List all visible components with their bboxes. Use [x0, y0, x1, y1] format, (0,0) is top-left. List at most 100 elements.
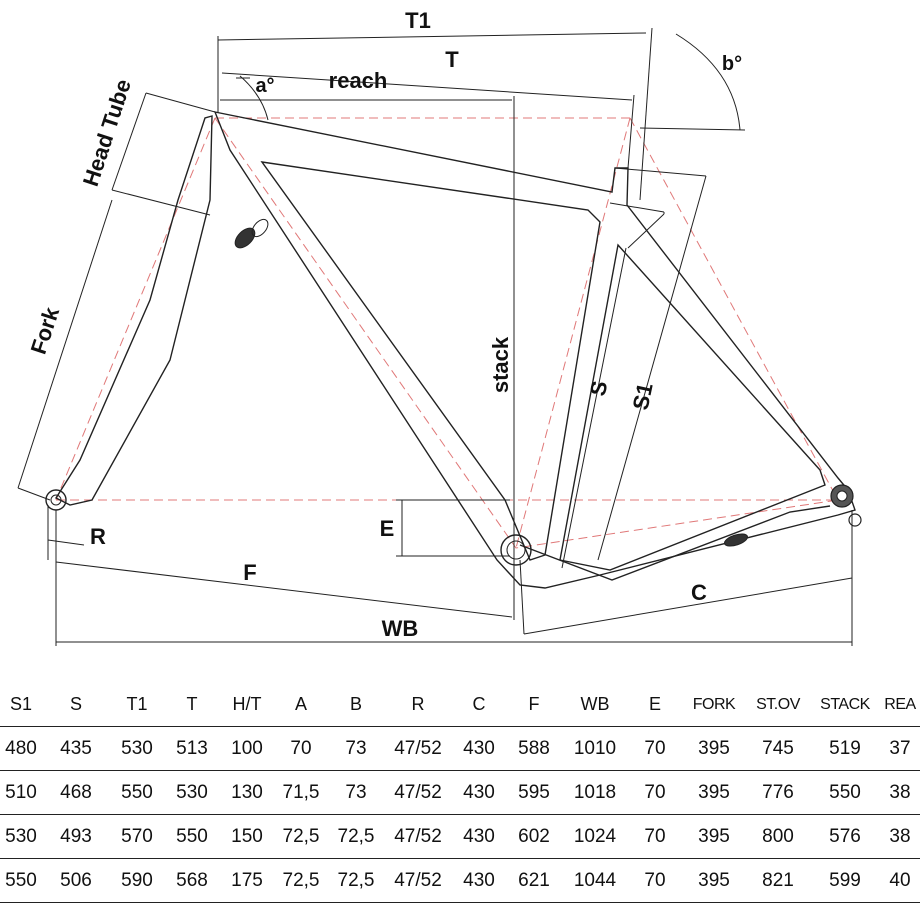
- label-s: S: [585, 379, 613, 399]
- table-cell: 70: [628, 858, 682, 903]
- table-cell: 590: [110, 858, 164, 903]
- table-cell: 530: [164, 770, 220, 815]
- table-cell: 800: [746, 814, 810, 859]
- table-cell: 47/52: [384, 726, 452, 771]
- bottle-mount-top: [234, 227, 256, 249]
- table-cell: 70: [274, 726, 328, 771]
- table-cell: 493: [42, 814, 110, 859]
- table-cell: 395: [682, 726, 746, 771]
- label-e: E: [380, 516, 395, 541]
- label-c: C: [691, 580, 707, 605]
- table-cell: 70: [628, 814, 682, 859]
- table-cell: 510: [0, 770, 42, 815]
- table-header-row: S1 S T1 T H/T A B R C F WB E FORK ST.OV …: [0, 683, 920, 727]
- table-cell: 1024: [562, 814, 628, 859]
- table-cell: 150: [220, 814, 274, 859]
- table-cell: 513: [164, 726, 220, 771]
- label-s1: S1: [628, 381, 658, 413]
- label-b-angle: b°: [722, 53, 742, 75]
- bottom-bracket: [500, 534, 532, 566]
- col-header: FORK: [692, 695, 736, 713]
- table-cell: 576: [810, 814, 880, 859]
- frame-geometry-diagram: T1 T reach a° b° Head Tube Fork stack S …: [17, 8, 862, 646]
- dimension-lines: [17, 27, 853, 646]
- rear-axle: [836, 490, 848, 502]
- table-cell: 395: [682, 770, 746, 815]
- table-cell: 480: [0, 726, 42, 771]
- table-cell: 595: [506, 770, 562, 815]
- table-cell: 37: [880, 726, 920, 771]
- table-cell: 47/52: [384, 814, 452, 859]
- table-cell: 430: [452, 726, 506, 771]
- table-cell: 38: [880, 770, 920, 815]
- table-cell: 550: [110, 770, 164, 815]
- table-cell: 71,5: [274, 770, 328, 815]
- table-cell: 1010: [562, 726, 628, 771]
- table-cell: 47/52: [384, 770, 452, 815]
- col-header: ST.OV: [756, 695, 800, 713]
- label-f: F: [243, 560, 256, 585]
- col-header: T: [186, 694, 198, 714]
- bottle-mount-side: [251, 218, 269, 238]
- col-header: B: [349, 694, 362, 714]
- col-header: STACK: [820, 695, 870, 713]
- table-cell: 550: [0, 858, 42, 903]
- table-cell: 72,5: [328, 814, 384, 859]
- table-cell: 70: [628, 726, 682, 771]
- table-cell: 47/52: [384, 858, 452, 903]
- col-header: A: [294, 694, 307, 714]
- geometry-table: S1 S T1 T H/T A B R C F WB E FORK ST.OV …: [0, 683, 920, 903]
- col-header: C: [472, 694, 486, 714]
- table-cell: 506: [42, 858, 110, 903]
- bike-frame: [54, 111, 856, 589]
- table-cell: 530: [0, 814, 42, 859]
- label-reach: reach: [329, 68, 388, 93]
- col-header: E: [648, 694, 661, 714]
- table-cell: 568: [164, 858, 220, 903]
- table-cell: 745: [746, 726, 810, 771]
- col-header: REA: [884, 695, 916, 713]
- frame-centerlines: [55, 117, 839, 549]
- table-cell: 550: [810, 770, 880, 815]
- label-r: R: [90, 524, 106, 549]
- table-cell: 821: [746, 858, 810, 903]
- front-axle-inner: [50, 494, 62, 506]
- table-cell: 70: [628, 770, 682, 815]
- col-header: F: [528, 694, 540, 714]
- col-header: R: [411, 694, 425, 714]
- label-stack: stack: [488, 336, 513, 393]
- table-cell: 435: [42, 726, 110, 771]
- table-cell: 468: [42, 770, 110, 815]
- table-cell: 1044: [562, 858, 628, 903]
- derailleur-hanger: [848, 513, 862, 527]
- label-t1: T1: [405, 8, 431, 33]
- chainstay-port: [723, 533, 749, 547]
- table-cell: 395: [682, 814, 746, 859]
- table-cell: 550: [164, 814, 220, 859]
- table-cell: 430: [452, 770, 506, 815]
- table-cell: 519: [810, 726, 880, 771]
- table-cell: 602: [506, 814, 562, 859]
- table-cell: 776: [746, 770, 810, 815]
- table-cell: 530: [110, 726, 164, 771]
- bottom-bracket-inner: [506, 540, 526, 560]
- table-cell: 588: [506, 726, 562, 771]
- label-t: T: [445, 47, 459, 72]
- col-header: S: [69, 694, 82, 714]
- label-a-angle: a°: [255, 75, 274, 97]
- table-cell: 430: [452, 858, 506, 903]
- col-header: H/T: [232, 694, 262, 714]
- table-cell: 395: [682, 858, 746, 903]
- table-cell: 1018: [562, 770, 628, 815]
- label-wb: WB: [382, 616, 419, 641]
- label-fork: Fork: [26, 303, 65, 357]
- col-header: T1: [126, 694, 148, 714]
- table-cell: 621: [506, 858, 562, 903]
- table-cell: 175: [220, 858, 274, 903]
- col-header: WB: [580, 694, 610, 714]
- table-cell: 570: [110, 814, 164, 859]
